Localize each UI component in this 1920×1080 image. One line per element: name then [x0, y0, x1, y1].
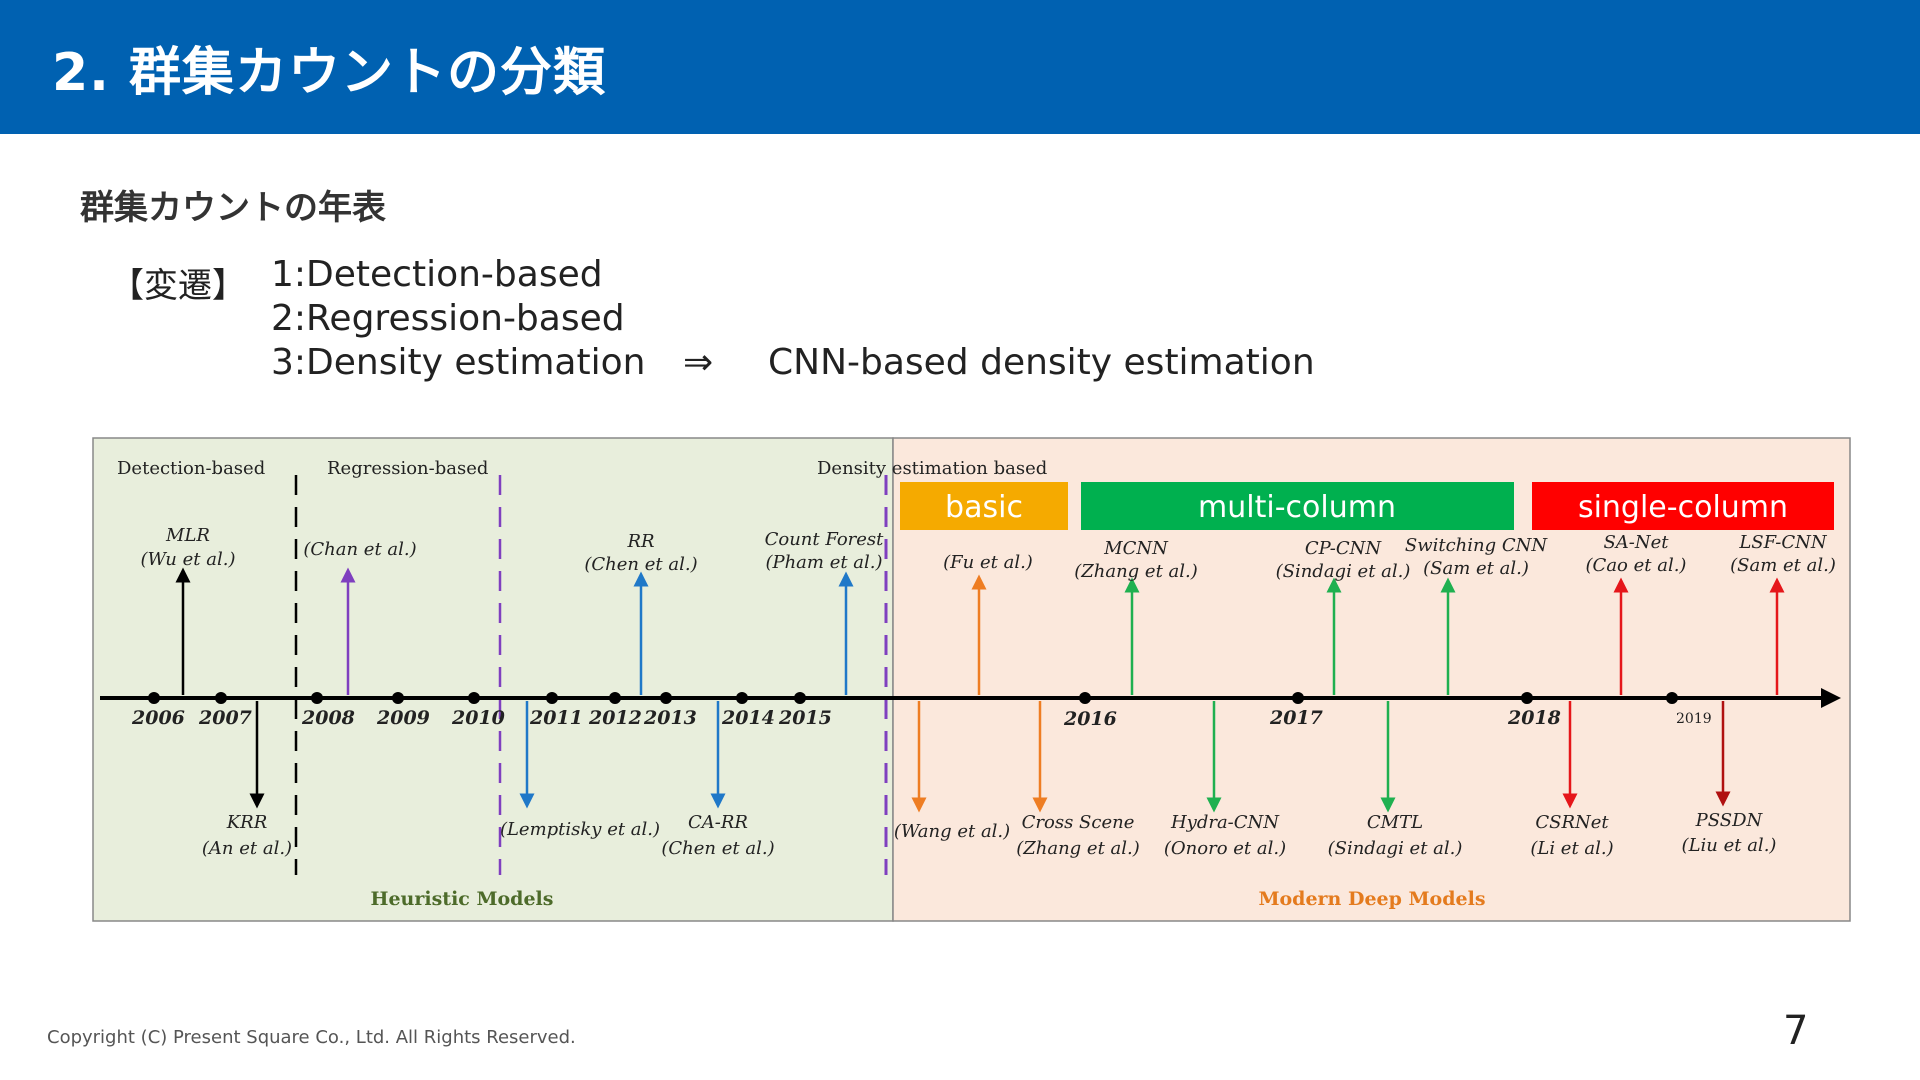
method-cross-scene-name: Cross Scene: [1022, 812, 1135, 833]
year-dot-2017: [1292, 692, 1304, 704]
year-label-2018: 2018: [1507, 707, 1561, 729]
year-label-2010: 2010: [451, 707, 505, 729]
category-box-basic: [900, 482, 1068, 530]
category-multi: multi-column: [1198, 490, 1396, 525]
year-label-2013: 2013: [643, 707, 697, 729]
header-bar: 2. 群集カウントの分類: [0, 0, 1920, 134]
year-label-2016: 2016: [1063, 708, 1117, 730]
year-label-2008: 2008: [301, 707, 355, 729]
year-dot-2012: [609, 692, 621, 704]
phase-density: Density estimation based: [817, 458, 1047, 479]
year-dot-2010: [468, 692, 480, 704]
method-cross-scene-author: (Zhang et al.): [1016, 838, 1140, 859]
year-label-2015: 2015: [778, 707, 832, 729]
category-single: single-column: [1578, 490, 1788, 525]
phase-regression: Regression-based: [327, 458, 488, 479]
transition-item-1: 1:Detection-based: [271, 254, 603, 295]
method-krr-name: KRR: [226, 812, 268, 833]
year-dot-2006: [148, 692, 160, 704]
method-rr-author: (Chen et al.): [584, 554, 697, 575]
method-chan-author: (Chan et al.): [303, 539, 416, 560]
method-ca-rr-author: (Chen et al.): [661, 838, 774, 859]
year-dot-2007: [215, 692, 227, 704]
section-subtitle: 群集カウントの年表: [80, 188, 386, 228]
timeline-diagram: Detection-based Regression-based Density…: [92, 437, 1851, 922]
method-pssdn-author: (Liu et al.): [1682, 835, 1777, 856]
transition-arrow: ⇒: [683, 342, 714, 383]
method-wang-author: (Wang et al.): [894, 821, 1010, 842]
region-label-heuristic: Heuristic Models: [371, 888, 554, 910]
year-dot-2015: [794, 692, 806, 704]
method-csrnet-author: (Li et al.): [1530, 838, 1613, 859]
method-switching-cnn-name: Switching CNN: [1405, 535, 1549, 556]
method-switching-cnn-author: (Sam et al.): [1423, 558, 1529, 579]
year-dot-2013: [660, 692, 672, 704]
method-lsf-cnn-author: (Sam et al.): [1730, 555, 1836, 576]
year-dot-2019: [1666, 692, 1678, 704]
year-label-2019: 2019: [1676, 711, 1712, 727]
category-box-single: [1532, 482, 1834, 530]
method-hydra-cnn-name: Hydra-CNN: [1170, 812, 1280, 833]
transition-item-3: 3:Density estimation: [271, 342, 646, 383]
year-label-2012: 2012: [588, 707, 642, 729]
transition-item-2: 2:Regression-based: [271, 298, 625, 339]
method-lemptisky-author: (Lemptisky et al.): [500, 819, 660, 840]
method-fu-author: (Fu et al.): [943, 552, 1033, 573]
method-mcnn-author: (Zhang et al.): [1074, 561, 1198, 582]
year-label-2017: 2017: [1269, 707, 1323, 729]
method-sa-net-author: (Cao et al.): [1586, 555, 1687, 576]
transition-target: CNN-based density estimation: [768, 342, 1315, 383]
year-label-2006: 2006: [131, 707, 185, 729]
year-label-2011: 2011: [529, 707, 583, 729]
method-lsf-cnn-name: LSF-CNN: [1738, 532, 1828, 553]
method-count-forest-name: Count Forest: [765, 529, 885, 550]
page-title: 2. 群集カウントの分類: [52, 43, 607, 103]
year-dot-2008: [311, 692, 323, 704]
year-label-2009: 2009: [376, 707, 430, 729]
phase-detection: Detection-based: [117, 458, 265, 479]
category-box-multi: [1081, 482, 1514, 530]
method-csrnet-name: CSRNet: [1535, 812, 1609, 833]
method-hydra-cnn-author: (Onoro et al.): [1164, 838, 1286, 859]
method-ca-rr-name: CA-RR: [688, 812, 748, 833]
method-cmtl-name: CMTL: [1367, 812, 1423, 833]
method-count-forest-author: (Pham et al.): [765, 552, 882, 573]
method-cmtl-author: (Sindagi et al.): [1328, 838, 1463, 859]
year-label-2007: 2007: [198, 707, 252, 729]
category-basic: basic: [945, 490, 1023, 525]
year-dot-2018: [1521, 692, 1533, 704]
year-dot-2009: [392, 692, 404, 704]
method-mlr-author: (Wu et al.): [141, 549, 236, 570]
year-label-2014: 2014: [721, 707, 775, 729]
year-dot-2011: [546, 692, 558, 704]
method-krr-author: (An et al.): [202, 838, 292, 859]
heuristic-region: [92, 437, 894, 922]
year-dot-2016: [1079, 692, 1091, 704]
method-cp-cnn-author: (Sindagi et al.): [1276, 561, 1411, 582]
transition-label: 【変遷】: [110, 266, 246, 306]
region-label-modern: Modern Deep Models: [1258, 888, 1485, 910]
method-pssdn-name: PSSDN: [1695, 810, 1764, 831]
year-dot-2014: [736, 692, 748, 704]
method-rr-name: RR: [626, 531, 654, 552]
method-mlr-name: MLR: [165, 525, 210, 546]
method-cp-cnn-name: CP-CNN: [1305, 538, 1383, 559]
page-number: 7: [1783, 1008, 1809, 1054]
method-mcnn-name: MCNN: [1103, 538, 1169, 559]
method-sa-net-name: SA-Net: [1603, 532, 1669, 553]
footer-copyright: Copyright (C) Present Square Co., Ltd. A…: [47, 1027, 576, 1048]
